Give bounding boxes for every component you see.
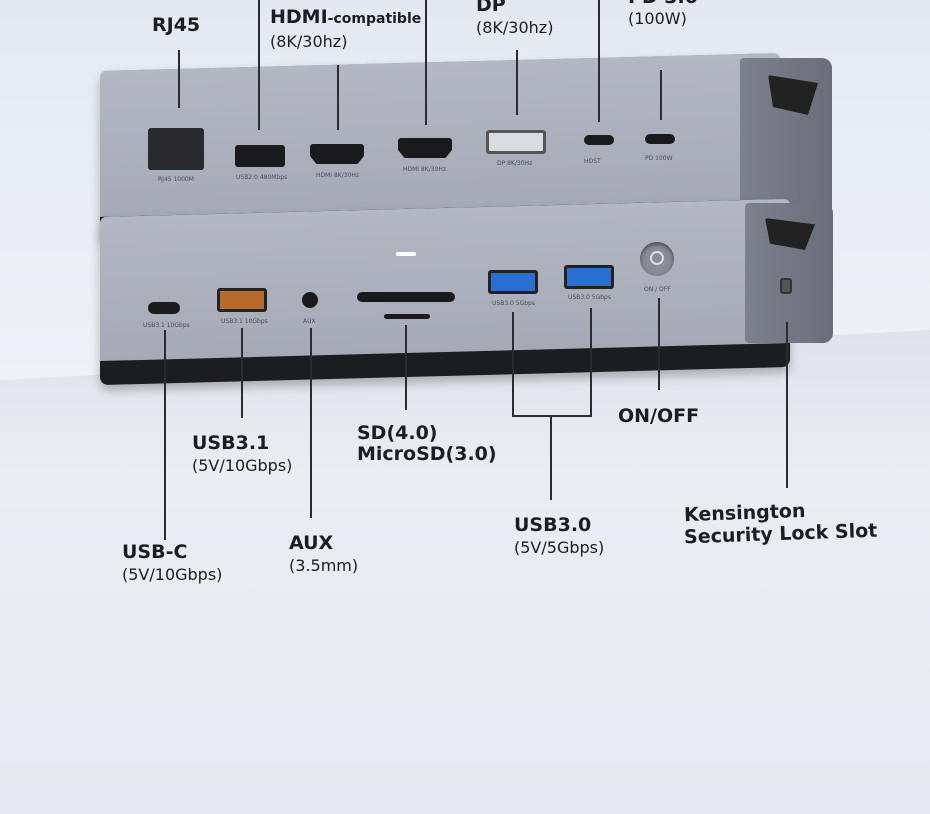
power-icon xyxy=(650,251,664,265)
status-led xyxy=(396,252,416,256)
leader-line xyxy=(164,330,166,540)
usb31-label: USB3.1 xyxy=(192,432,270,454)
rj45-label: RJ45 xyxy=(152,14,201,36)
leader-line xyxy=(241,328,243,418)
aux-spec: (3.5mm) xyxy=(289,556,359,575)
sd-label: SD(4.0) xyxy=(357,422,438,444)
usbc-host-port[interactable] xyxy=(584,135,614,145)
usb30-port-1[interactable] xyxy=(488,270,538,294)
port-label: PD 100W xyxy=(645,155,673,162)
leader-line xyxy=(310,328,312,518)
usbc-spec: (5V/10Gbps) xyxy=(122,565,223,584)
usb31-port[interactable] xyxy=(217,288,267,312)
dp-port[interactable] xyxy=(486,130,546,154)
port-label: USB3.0 5Gbps xyxy=(492,300,535,307)
leader-line xyxy=(425,0,427,125)
leader-line xyxy=(660,70,662,120)
usb30-label: USB3.0 xyxy=(514,514,592,536)
hdmi-title: HDMI xyxy=(270,6,328,28)
leader-line xyxy=(178,50,180,108)
leader-line xyxy=(512,415,592,417)
aux-label: AUX xyxy=(289,532,334,554)
kensington-slot[interactable] xyxy=(780,278,792,294)
hdmi-port-2[interactable] xyxy=(398,138,452,158)
pd-label: PD 3.0 xyxy=(628,0,698,8)
dp-spec: (8K/30hz) xyxy=(476,18,554,37)
usbc-label: USB-C xyxy=(122,541,188,563)
port-label: ON / OFF xyxy=(644,286,671,293)
usb30-port-2[interactable] xyxy=(564,265,614,289)
port-label: AUX xyxy=(303,318,316,325)
leader-line xyxy=(405,325,407,410)
leader-line xyxy=(258,0,260,130)
port-label: HDMI 8K/30Hz xyxy=(316,172,360,179)
port-label: USB3.1 10Gbps xyxy=(221,318,268,325)
leader-line xyxy=(598,0,600,122)
port-label: HOST xyxy=(584,158,601,165)
dp-label: DP xyxy=(476,0,506,16)
hdmi-label: HDMI-compatible xyxy=(270,6,421,28)
rj45-port[interactable] xyxy=(148,128,204,170)
leader-line xyxy=(516,50,518,115)
usb31-spec: (5V/10Gbps) xyxy=(192,456,293,475)
onoff-label: ON/OFF xyxy=(618,405,700,427)
hdmi-suffix: -compatible xyxy=(327,11,422,27)
leader-line xyxy=(337,65,339,130)
leader-line xyxy=(590,308,592,416)
port-label: DP 8K/30Hz xyxy=(497,160,533,167)
port-label: USB2.0 480Mbps xyxy=(236,174,288,181)
usbc-pd-port[interactable] xyxy=(645,134,675,144)
sd-slot[interactable] xyxy=(357,292,455,302)
hdmi-spec: (8K/30hz) xyxy=(270,32,348,51)
hdmi-port-1[interactable] xyxy=(310,144,364,164)
port-label: RJ45 1000M xyxy=(158,176,194,183)
power-button[interactable] xyxy=(640,242,674,276)
leader-line xyxy=(658,298,660,390)
port-label: USB3.1 10Gbps xyxy=(143,322,190,329)
aux-port[interactable] xyxy=(302,292,318,308)
usb30-spec: (5V/5Gbps) xyxy=(514,538,605,557)
port-label: HDMI 8K/30Hz xyxy=(403,166,447,173)
microsd-slot[interactable] xyxy=(384,314,430,319)
port-label: USB3.0 5Gbps xyxy=(568,294,611,301)
microsd-label: MicroSD(3.0) xyxy=(357,443,497,465)
pd-spec: (100W) xyxy=(628,9,687,28)
table-surface xyxy=(0,330,930,814)
leader-line xyxy=(786,322,788,488)
leader-line xyxy=(512,312,514,416)
usbc-port[interactable] xyxy=(148,302,180,314)
leader-line xyxy=(550,415,552,500)
usb2-port[interactable] xyxy=(235,145,285,167)
